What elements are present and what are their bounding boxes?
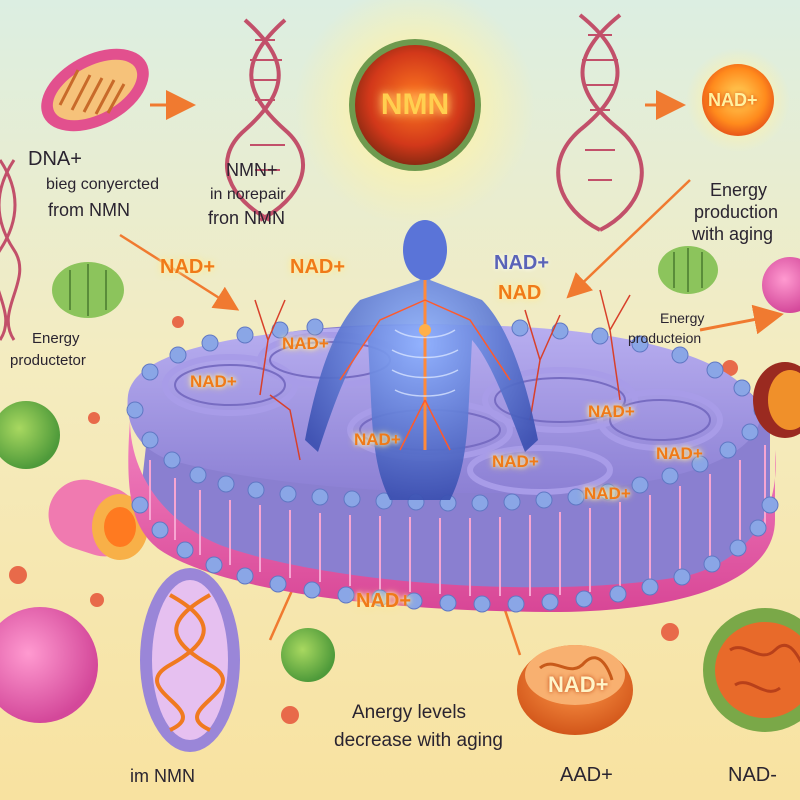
organelle-right-small — [753, 362, 800, 438]
bottom-mid-label: AAD+ — [560, 764, 613, 786]
arrow-5 — [699, 304, 784, 335]
green-bean-left — [52, 262, 124, 318]
dna-caption-line1: bieg conyercted — [46, 176, 159, 193]
pink-capsule — [48, 479, 148, 560]
dna-caption-title: DNA+ — [28, 148, 82, 170]
nmn-caption-title: NMN+ — [226, 160, 278, 180]
energy-left-line2: productetor — [10, 352, 86, 369]
nmn-caption-line2: fron NMN — [208, 208, 286, 228]
nmn-caption-line1: in norepair — [210, 186, 286, 203]
dna-helix-top-2 — [556, 13, 644, 232]
nad-cell-label-4: NAD+ — [588, 402, 635, 421]
arrow-4 — [119, 233, 240, 311]
nad-cell-label-7: NAD+ — [584, 484, 631, 503]
green-ball-center — [281, 628, 335, 682]
nad-cell-label-6: NAD+ — [656, 444, 703, 463]
nad-sun-label: NAD+ — [708, 90, 758, 110]
dna-helix-left-edge — [0, 159, 22, 341]
arrow-3 — [566, 179, 691, 299]
small-dots — [9, 316, 738, 724]
nad-bowl-label: NAD+ — [548, 672, 609, 697]
nad-cell-label-2: NAD+ — [190, 372, 237, 391]
nad-label-blue: NAD+ — [494, 252, 550, 274]
nmn-center-label: NMN — [380, 88, 450, 121]
energy-right-line2: production — [694, 202, 779, 222]
nad-cell-label-5: NAD+ — [492, 452, 539, 471]
nad-sun-badge — [686, 48, 790, 152]
energy-levels-line2: decrease with aging — [334, 730, 503, 751]
energy-left-line1: Energy — [32, 330, 80, 347]
bottom-right-label: NAD- — [728, 764, 777, 786]
bottom-left-label: im NMN — [130, 766, 195, 786]
green-ball-left — [0, 401, 60, 469]
dna-caption-line2: from NMN — [48, 200, 130, 220]
nad-label-a: NAD+ — [160, 256, 216, 278]
energy-right-line1: Energy — [710, 180, 768, 200]
dna-helix-top-1 — [225, 18, 305, 222]
organelle-bottom-right — [703, 608, 800, 732]
human-figure — [305, 220, 538, 500]
mitochondrion-top-left — [41, 48, 149, 132]
nad-label-b: NAD+ — [290, 256, 346, 278]
nmn-sphere — [349, 39, 481, 171]
energy-mid-line2: producteion — [628, 330, 702, 346]
mitochondrion-bottom-left — [140, 568, 240, 752]
energy-levels-line1: Anergy levels — [352, 702, 467, 723]
green-bean-right — [658, 246, 718, 294]
orange-bowl — [517, 645, 633, 735]
nad-lower-label: NAD+ — [356, 590, 412, 612]
nad-label-c: NAD — [498, 282, 542, 304]
pink-ball-right — [762, 257, 800, 313]
nad-cell-label-1: NAD+ — [282, 334, 329, 353]
pink-ball-bottom-left — [0, 607, 98, 723]
nad-cell-label-3: NAD+ — [354, 430, 401, 449]
energy-right-line3: with aging — [692, 224, 774, 244]
energy-mid-line1: Energy — [660, 310, 705, 326]
